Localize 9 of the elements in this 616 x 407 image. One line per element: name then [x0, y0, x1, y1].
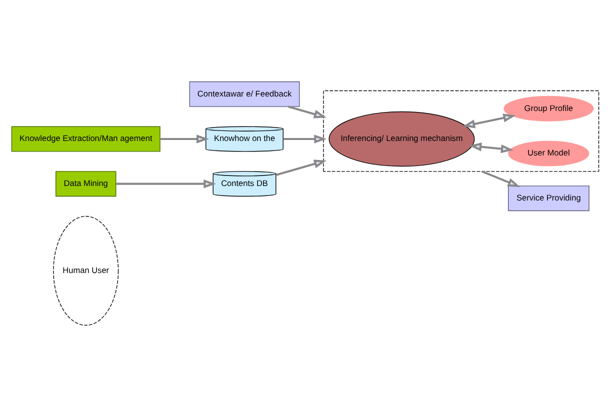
arrow: [288, 106, 326, 118]
arrow: [462, 114, 516, 128]
cluster: [323, 90, 600, 172]
arrow: [469, 142, 514, 154]
arrow: [160, 134, 209, 144]
arrow: [283, 134, 327, 144]
arrow: [482, 170, 520, 188]
arrow: [276, 160, 326, 176]
arrow: [116, 179, 216, 188]
